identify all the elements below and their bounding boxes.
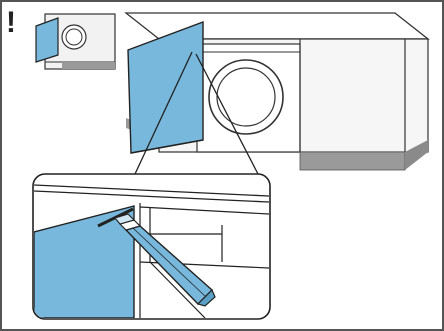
callout-line-left xyxy=(134,51,193,175)
exclamation-icon: ! xyxy=(6,6,16,39)
callout-line-right xyxy=(195,53,259,175)
thumbnail-scene xyxy=(35,13,116,70)
main-scene xyxy=(124,12,430,171)
cabinet-door-icon xyxy=(35,17,59,63)
pencil-icon xyxy=(114,213,216,307)
detail-zoom-box xyxy=(32,173,271,320)
